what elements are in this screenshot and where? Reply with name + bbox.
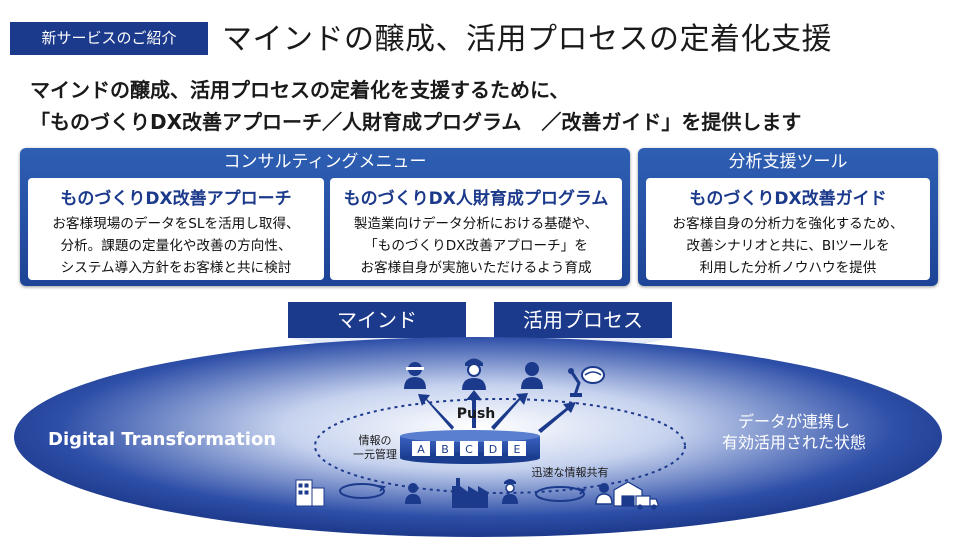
- person-clerk-icon: [595, 483, 613, 505]
- cycle-arrow-right-icon: [535, 486, 587, 502]
- section-tag: 新サービスのご紹介: [10, 22, 208, 55]
- consulting-card-program: ものづくりDX人財育成プログラム 製造業向けデータ分析における基礎や、 「ものづ…: [330, 178, 622, 280]
- robot-brain-icon: [568, 366, 605, 397]
- svg-text:E: E: [514, 443, 521, 456]
- analysis-tool-heading: 分析支援ツール: [728, 152, 848, 172]
- db-letter-a: A: [412, 441, 430, 456]
- cycle-ellipse: [314, 398, 686, 494]
- card-body-approach: お客様現場のデータをSLを活用し取得、 分析。課題の定量化や改善の方向性、 シス…: [52, 216, 300, 276]
- card-title-approach: ものづくりDX改善アプローチ: [60, 189, 292, 209]
- person-office-icon: [405, 483, 421, 504]
- card-title-program: ものづくりDX人財育成プログラム: [343, 189, 609, 209]
- tool-card-guide: ものづくりDX改善ガイド お客様自身の分析力を強化するため、 改善シナリオと共に…: [646, 178, 930, 280]
- person-manager-icon: [404, 362, 426, 389]
- consulting-card-approach: ものづくりDX改善アプローチ お客様現場のデータをSLを活用し取得、 分析。課題…: [28, 178, 324, 280]
- card-body-program: 製造業向けデータ分析における基礎や、 「ものづくりDX改善アプローチ」を お客様…: [353, 216, 599, 276]
- dx-label: Digital Transformation: [48, 429, 276, 450]
- db-letter-d: D: [484, 441, 502, 456]
- card-title-guide: ものづくりDX改善ガイド: [689, 189, 887, 209]
- consulting-menu-panel: コンサルティングメニュー ものづくりDX改善アプローチ お客様現場のデータをSL…: [20, 148, 630, 286]
- page-title: マインドの醸成、活用プロセスの定着化支援: [222, 22, 832, 57]
- intro-line-1: マインドの醸成、活用プロセスの定着化を支援するために、: [30, 78, 570, 102]
- info-label-1: 情報の: [359, 434, 392, 447]
- svg-text:D: D: [489, 443, 497, 456]
- person-worker-icon: [462, 358, 486, 390]
- truck-icon: [635, 495, 659, 510]
- person-staff-icon: [521, 362, 543, 389]
- state-label-1: データが連携し: [738, 412, 850, 431]
- process-banner: 活用プロセス: [494, 302, 672, 338]
- svg-text:C: C: [465, 443, 473, 456]
- info-label-2: 一元管理: [353, 447, 397, 461]
- db-letters: A B C D E: [412, 441, 526, 456]
- state-label-2: 有効活用された状態: [722, 433, 866, 452]
- push-arrows: [418, 390, 576, 433]
- intro-line-2: 「ものづくりDX改善アプローチ／人財育成プログラム ／改善ガイド」を提供します: [30, 110, 802, 134]
- factory-icon: [452, 478, 488, 508]
- consulting-menu-heading: コンサルティングメニュー: [223, 152, 427, 172]
- svg-text:A: A: [417, 443, 425, 456]
- mind-banner: マインド: [288, 302, 466, 338]
- cycle-arrow-left-icon: [339, 483, 387, 499]
- db-letter-b: B: [436, 441, 454, 456]
- db-letter-c: C: [460, 441, 478, 456]
- person-factory-icon: [502, 479, 518, 504]
- office-building-icon: [295, 479, 325, 507]
- info-share-label: 迅速な情報共有: [532, 465, 609, 479]
- svg-text:B: B: [441, 443, 449, 456]
- push-label: Push: [457, 406, 496, 422]
- analysis-tool-panel: 分析支援ツール ものづくりDX改善ガイド お客様自身の分析力を強化するため、 改…: [638, 148, 938, 286]
- db-letter-e: E: [508, 441, 526, 456]
- card-body-guide: お客様自身の分析力を強化するため、 改善シナリオと共に、BIツールを 利用した分…: [672, 216, 904, 276]
